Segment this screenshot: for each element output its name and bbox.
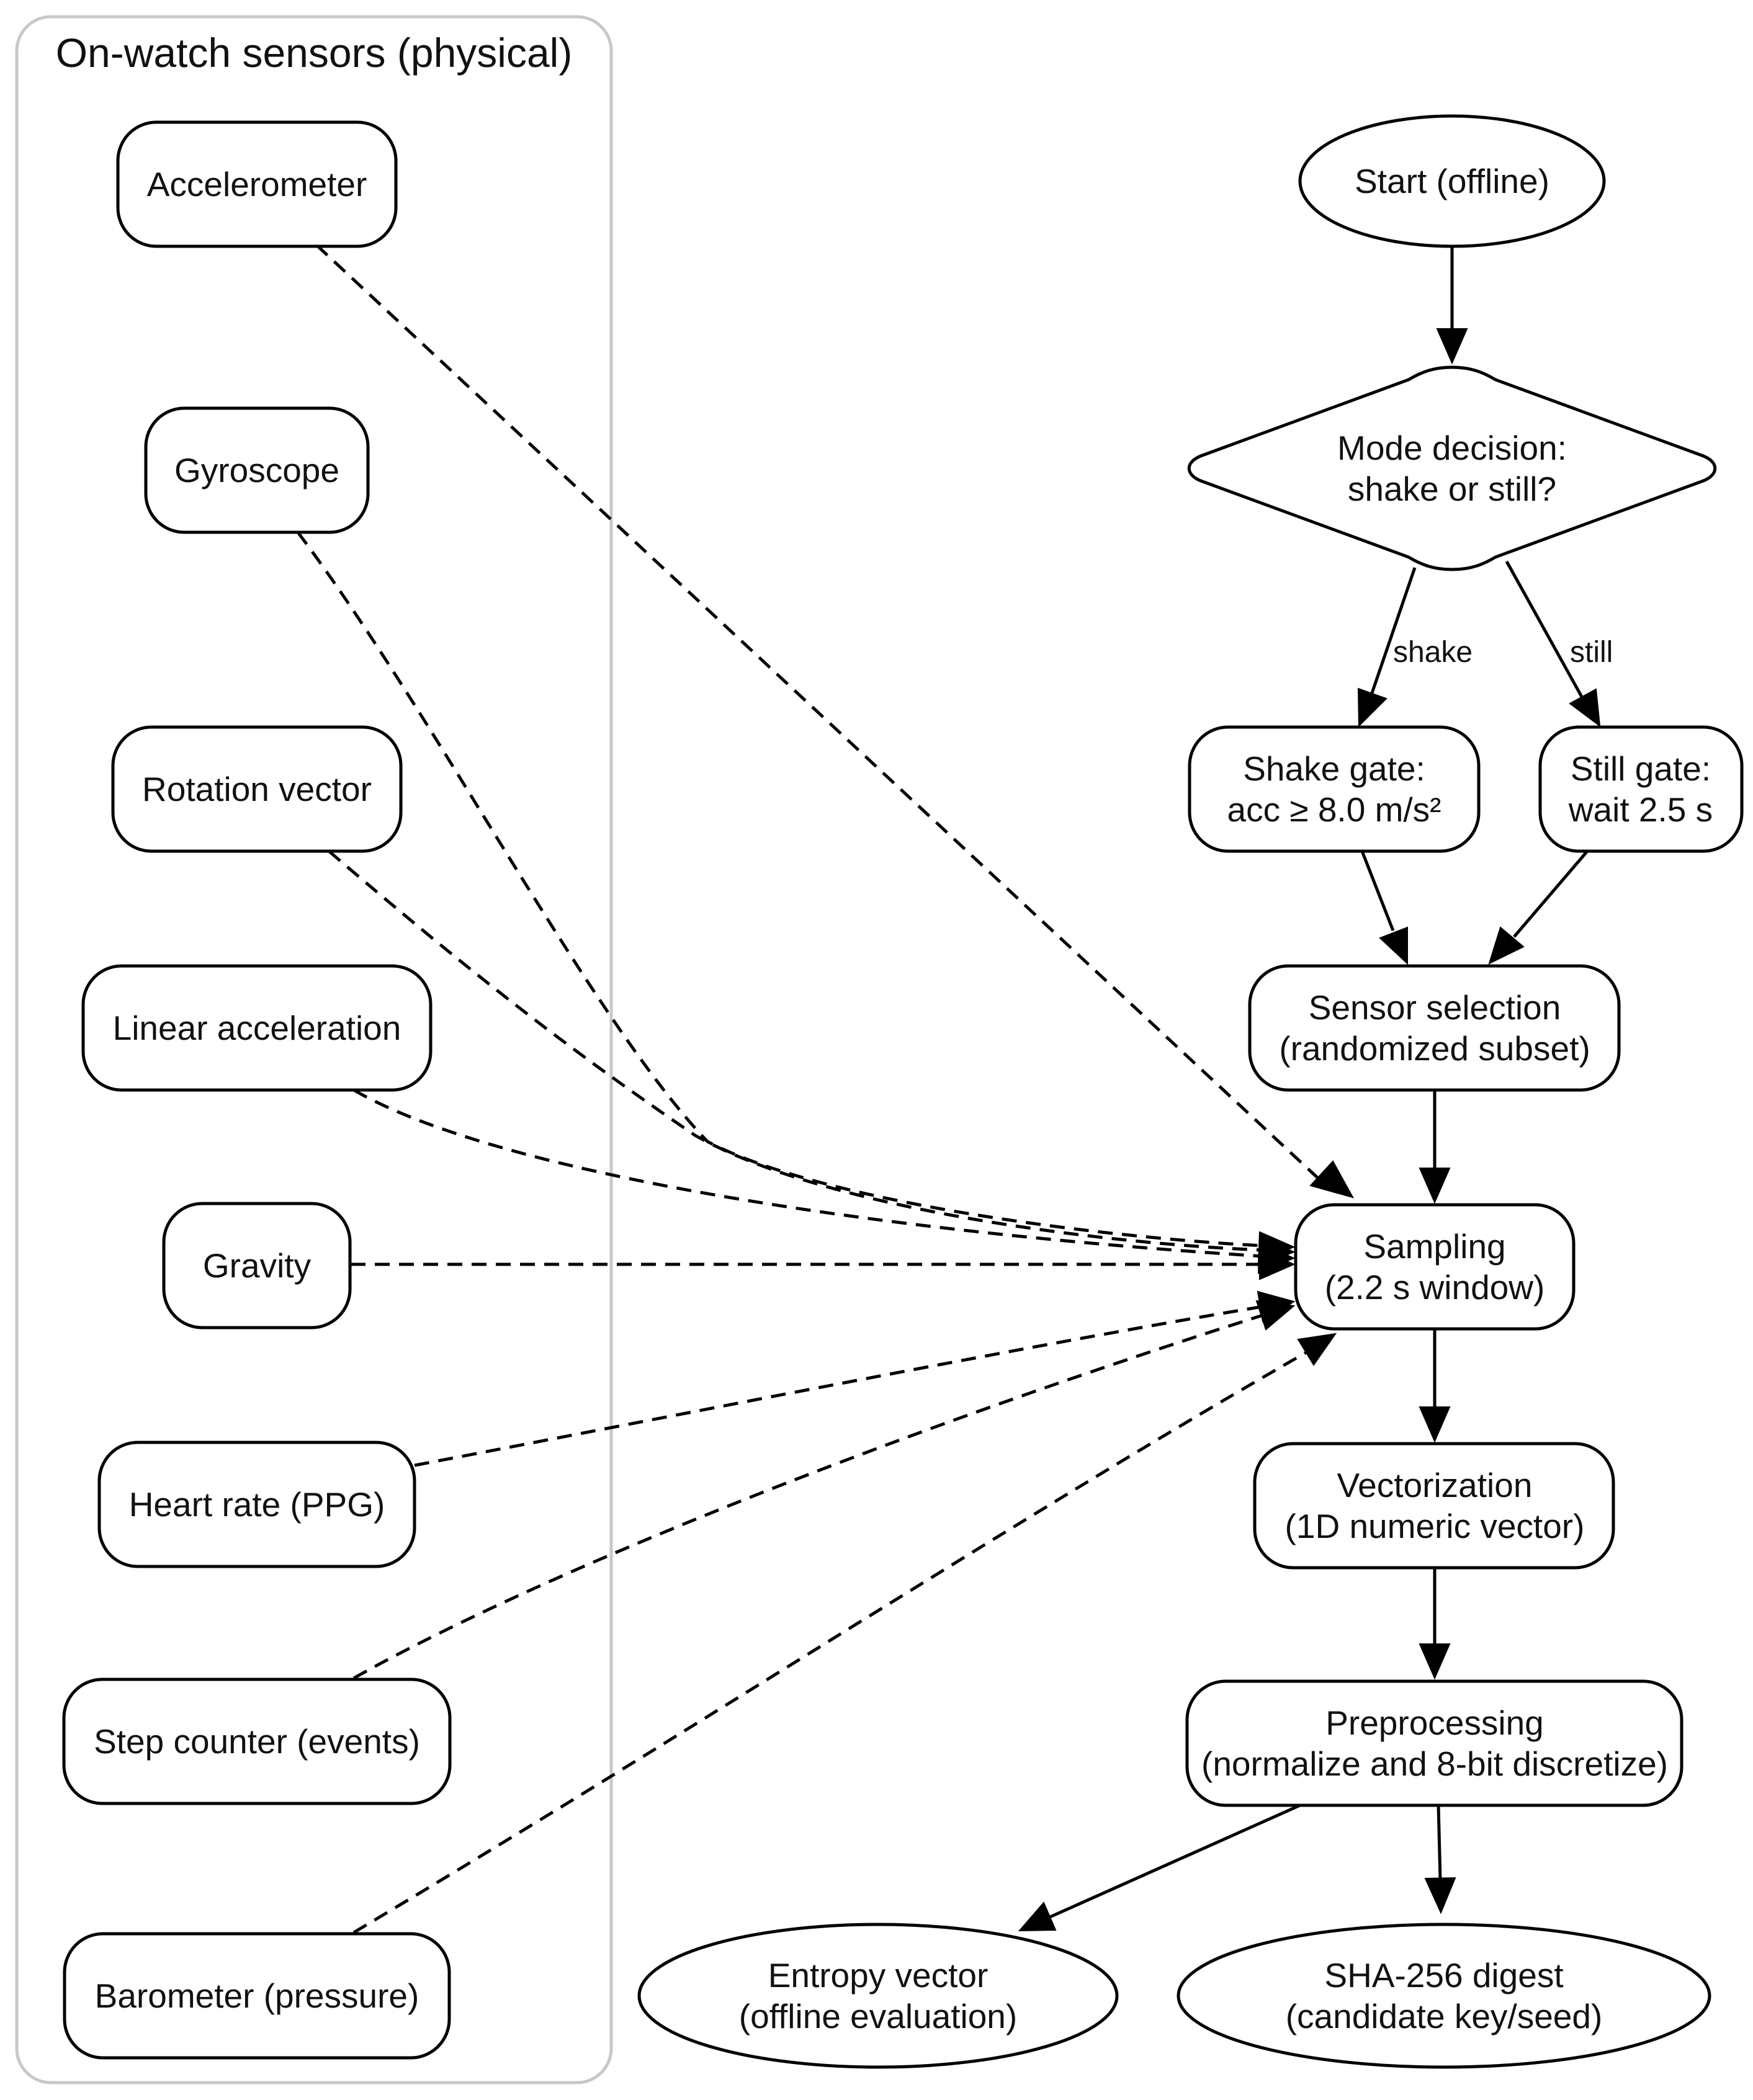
sensor-linear-acceleration: Linear acceleration: [81, 964, 433, 1092]
node-shake-gate-label: Shake gate:acc ≥ 8.0 m/s²: [1227, 749, 1441, 829]
sensor-linear-acceleration-label: Linear acceleration: [113, 1009, 401, 1047]
sensor-heart-rate: Heart rate (PPG): [97, 1441, 416, 1568]
edge-still-arrowhead: [1569, 688, 1601, 728]
node-still-gate: Still gate:wait 2.5 s: [1538, 725, 1744, 853]
node-entropy-vector-label-line-2: (offline evaluation): [739, 1997, 1017, 2035]
node-vectorization-label-line-2: (1D numeric vector): [1285, 1507, 1585, 1545]
edge-label-still: still: [1570, 636, 1613, 669]
edge-preprocessing-to-sha-digest: [1437, 1805, 1442, 1880]
edge-sensor-selection-arrowhead: [1419, 1168, 1451, 1204]
edge-shake-gate-arrowhead: [1379, 926, 1408, 965]
node-mode-decision-label-line-2: shake or still?: [1348, 470, 1556, 508]
edge-preprocessing-sha-arrowhead: [1424, 1877, 1456, 1915]
node-preprocessing-label-line-1: Preprocessing: [1325, 1704, 1544, 1742]
node-mode-decision-label-line-1: Mode decision:: [1337, 429, 1567, 467]
sensor-barometer-label: Barometer (pressure): [95, 1977, 419, 2015]
edge-vectorization-arrowhead: [1419, 1643, 1451, 1680]
sensor-gyroscope: Gyroscope: [144, 406, 370, 534]
node-sampling-label-line-1: Sampling: [1363, 1227, 1505, 1266]
edge-label-shake: shake: [1393, 636, 1473, 669]
node-preprocessing-label-line-2: (normalize and 8-bit discretize): [1201, 1745, 1668, 1783]
edge-still-gate-arrowhead: [1488, 926, 1525, 965]
edge-mode-decision-to-shake-gate: [1370, 567, 1417, 695]
edge-shake-arrowhead: [1357, 687, 1388, 728]
node-sha-digest: SHA-256 digest(candidate key/seed): [1177, 1923, 1711, 2069]
node-sampling: Sampling(2.2 s window): [1294, 1203, 1576, 1331]
node-mode-decision-label: Mode decision:shake or still?: [1337, 429, 1567, 508]
edge-accelerometer-to-sampling: [315, 244, 1320, 1180]
node-shake-gate: Shake gate:acc ≥ 8.0 m/s²: [1188, 725, 1481, 853]
node-start-label: Start (offline): [1355, 162, 1549, 200]
edge-mode-decision-to-still-gate: [1505, 560, 1584, 699]
edge-accelerometer-arrowhead: [1309, 1160, 1355, 1199]
edge-step-counter-to-sampling: [352, 1313, 1263, 1680]
node-entropy-vector: Entropy vector(offline evaluation): [637, 1923, 1119, 2069]
sensor-gravity-label: Gravity: [203, 1246, 312, 1285]
sensor-step-counter: Step counter (events): [62, 1678, 452, 1805]
sensor-gyroscope-label: Gyroscope: [174, 451, 339, 489]
edge-linear-acceleration-to-sampling: [352, 1088, 1263, 1258]
sensor-rotation-vector: Rotation vector: [111, 725, 403, 853]
node-still-gate-label-line-1: Still gate:: [1571, 749, 1711, 788]
node-sha-digest-label-line-2: (candidate key/seed): [1286, 1997, 1603, 2035]
sensor-gravity: Gravity: [162, 1202, 352, 1329]
sensor-accelerometer-label: Accelerometer: [147, 165, 367, 203]
node-sha-digest-label: SHA-256 digest(candidate key/seed): [1286, 1956, 1603, 2035]
edge-gravity-arrowhead: [1259, 1248, 1296, 1280]
node-vectorization-label: Vectorization(1D numeric vector): [1285, 1466, 1585, 1545]
node-sha-digest-label-line-1: SHA-256 digest: [1324, 1956, 1563, 1995]
node-sampling-label-line-2: (2.2 s window): [1325, 1268, 1545, 1307]
node-sensor-selection-label: Sensor selection(randomized subset): [1279, 988, 1590, 1068]
node-entropy-vector-label: Entropy vector(offline evaluation): [739, 1956, 1017, 2035]
sensor-heart-rate-label: Heart rate (PPG): [129, 1485, 385, 1524]
sensor-step-counter-label: Step counter (events): [94, 1722, 420, 1761]
node-sampling-label: Sampling(2.2 s window): [1325, 1227, 1545, 1307]
edge-start-arrowhead: [1436, 328, 1468, 365]
edge-preprocessing-to-entropy-vector: [1049, 1803, 1301, 1919]
sensor-barometer: Barometer (pressure): [63, 1932, 451, 2060]
edge-heart-rate-to-sampling: [414, 1305, 1263, 1467]
edge-sampling-arrowhead: [1419, 1406, 1451, 1443]
edge-step-counter-arrowhead: [1255, 1300, 1296, 1331]
sensor-gravity-label: Gravity: [203, 1246, 312, 1285]
edge-shake-gate-to-sensor-selection: [1360, 851, 1395, 931]
node-preprocessing: Preprocessing(normalize and 8-bit discre…: [1185, 1679, 1684, 1807]
edge-gyroscope-to-sampling: [297, 531, 1263, 1248]
edge-still-gate-to-sensor-selection: [1513, 850, 1589, 938]
node-sensor-selection-label-line-1: Sensor selection: [1309, 988, 1561, 1027]
edge-preprocessing-entropy-arrowhead: [1018, 1901, 1057, 1932]
node-shake-gate-label-line-1: Shake gate:: [1243, 749, 1425, 788]
sensor-rotation-vector-label: Rotation vector: [142, 770, 372, 808]
sensor-accelerometer-label: Accelerometer: [147, 165, 367, 203]
sensor-linear-acceleration-label: Linear acceleration: [113, 1009, 401, 1047]
edge-barometer-arrowhead: [1297, 1333, 1337, 1366]
node-mode-decision: Mode decision:shake or still?: [1187, 365, 1717, 571]
node-start: Start (offline): [1298, 114, 1606, 248]
node-still-gate-label: Still gate:wait 2.5 s: [1568, 749, 1713, 829]
edge-barometer-to-sampling: [352, 1351, 1307, 1934]
sensor-heart-rate-label: Heart rate (PPG): [129, 1485, 385, 1524]
node-sensor-selection: Sensor selection(randomized subset): [1248, 964, 1621, 1092]
node-sensor-selection-label-line-2: (randomized subset): [1279, 1029, 1590, 1068]
sensor-gyroscope-label: Gyroscope: [174, 451, 339, 489]
sensors-cluster-title: On-watch sensors (physical): [56, 30, 573, 76]
node-vectorization: Vectorization(1D numeric vector): [1253, 1442, 1615, 1570]
node-preprocessing-label: Preprocessing(normalize and 8-bit discre…: [1201, 1704, 1668, 1783]
sensor-rotation-vector-label: Rotation vector: [142, 770, 372, 808]
node-start-label: Start (offline): [1355, 162, 1549, 200]
node-vectorization-label-line-1: Vectorization: [1337, 1466, 1533, 1504]
sensor-barometer-label: Barometer (pressure): [95, 1977, 419, 2015]
node-shake-gate-label-line-2: acc ≥ 8.0 m/s²: [1227, 790, 1441, 829]
sensor-accelerometer: Accelerometer: [116, 120, 398, 248]
node-entropy-vector-label-line-1: Entropy vector: [768, 1956, 989, 1995]
edges: shake still: [297, 244, 1613, 1934]
sensor-step-counter-label: Step counter (events): [94, 1722, 420, 1761]
edge-rotation-vector-to-sampling: [328, 850, 1263, 1252]
node-still-gate-label-line-2: wait 2.5 s: [1568, 790, 1713, 829]
